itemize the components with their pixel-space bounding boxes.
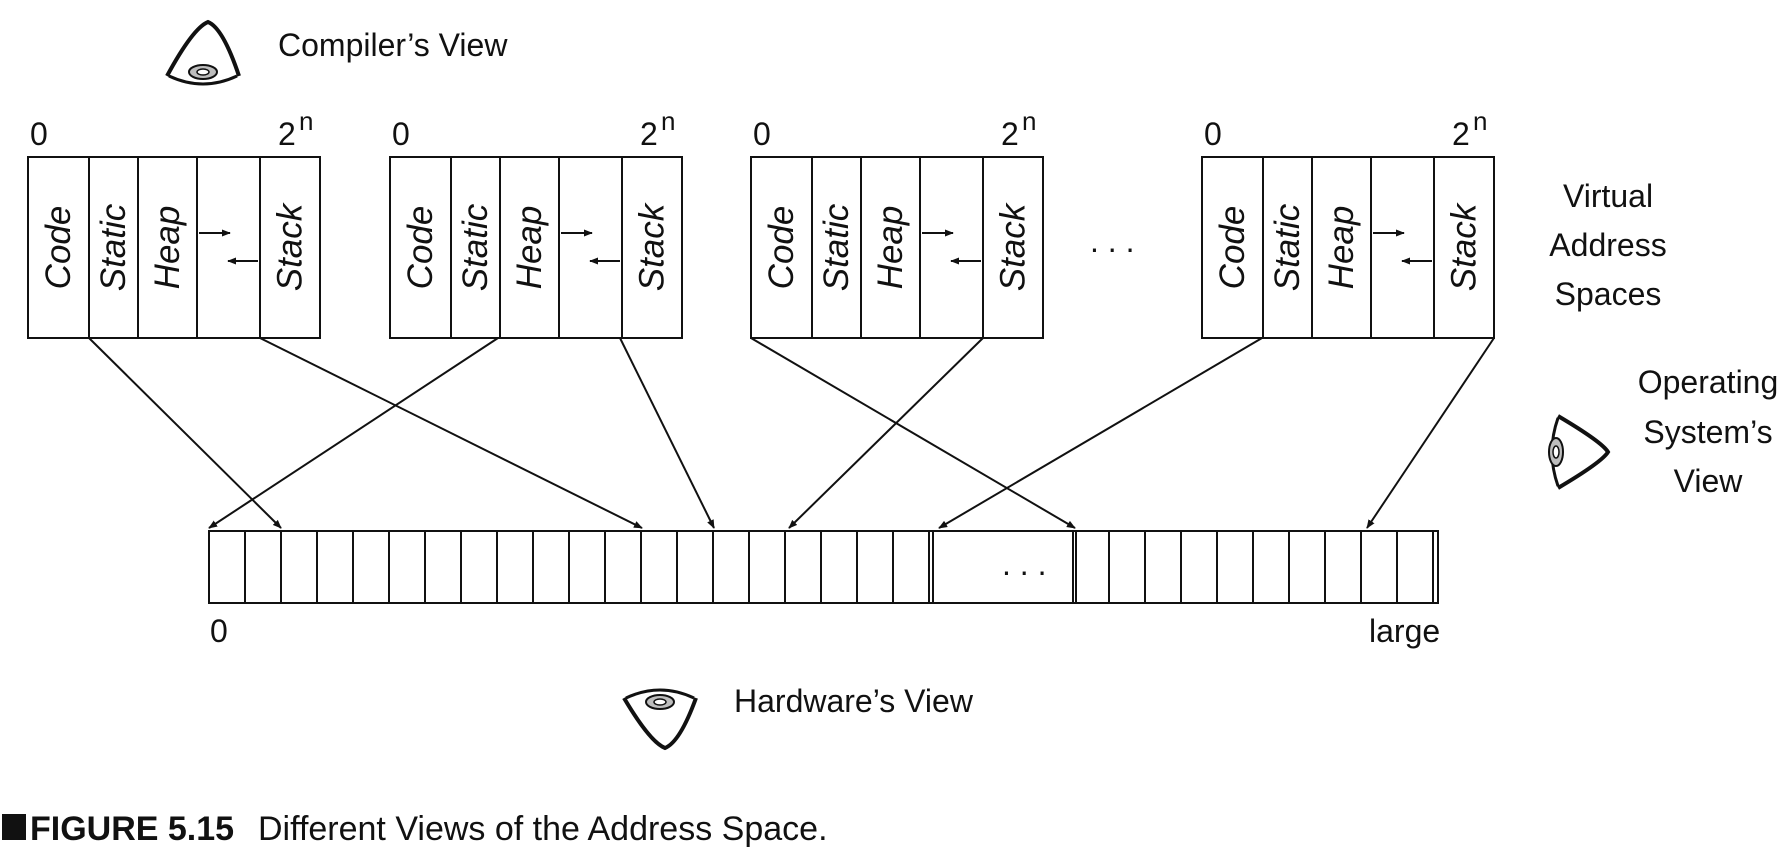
address-start-label: 0 [30, 116, 48, 152]
address-end-label: 2 [1452, 116, 1470, 152]
address-end-label: 2 [1001, 116, 1019, 152]
figure-label: FIGURE 5.15 [30, 810, 234, 848]
segment-label-static: Static [94, 203, 133, 291]
segment-label-static: Static [817, 203, 856, 291]
mapping-arrow [788, 337, 984, 529]
os-label-line-2: System’s [1643, 414, 1772, 450]
segment-label-static: Static [456, 203, 495, 291]
mapping-arrow [88, 337, 282, 529]
os-eye-icon [1548, 414, 1611, 490]
mapping-arrow [208, 337, 499, 529]
segment-label-heap: Heap [148, 206, 187, 290]
caption-square-icon [2, 814, 26, 840]
segment-label-stack: Stack [271, 202, 310, 291]
compiler-view-label: Compiler’s View [278, 27, 508, 63]
segment-label-stack: Stack [1445, 202, 1484, 291]
virtual-label-line-3: Spaces [1555, 276, 1662, 312]
virtual-ellipsis: . . . [1090, 223, 1134, 259]
mapping-arrow [619, 337, 715, 529]
os-view-label: Operating System’s View [1638, 364, 1779, 499]
mapping-arrow [1366, 337, 1495, 529]
mapping-arrow [259, 337, 643, 529]
address-space-box [27, 156, 321, 339]
virtual-label-line-2: Address [1549, 227, 1666, 263]
segment-label-code: Code [39, 206, 78, 290]
address-end-label: 2 [278, 116, 296, 152]
virtual-address-spaces-label: Virtual Address Spaces [1549, 178, 1666, 312]
segment-label-heap: Heap [871, 206, 910, 290]
physical-end-label: large [1369, 613, 1440, 649]
mapping-arrow [750, 337, 1076, 529]
address-space-box [1201, 156, 1495, 339]
physical-ellipsis: . . . [1002, 546, 1046, 582]
segment-label-static: Static [1268, 203, 1307, 291]
hardware-view-label: Hardware’s View [734, 683, 974, 719]
address-end-exponent: n [299, 106, 313, 136]
segment-label-heap: Heap [510, 206, 549, 290]
mapping-arrows [88, 337, 1495, 529]
address-end-exponent: n [1022, 106, 1036, 136]
address-start-label: 0 [1204, 116, 1222, 152]
address-start-label: 0 [392, 116, 410, 152]
physical-memory-box [208, 530, 1439, 604]
virtual-label-line-1: Virtual [1563, 178, 1653, 214]
mapping-arrow [938, 337, 1263, 529]
address-end-exponent: n [661, 106, 675, 136]
address-end-exponent: n [1473, 106, 1487, 136]
address-space-box [750, 156, 1044, 339]
segment-label-heap: Heap [1322, 206, 1361, 290]
segment-label-code: Code [401, 206, 440, 290]
segment-label-stack: Stack [633, 202, 672, 291]
hardware-eye-icon [622, 688, 698, 751]
os-label-line-1: Operating [1638, 364, 1779, 400]
segment-label-stack: Stack [994, 202, 1033, 291]
os-label-line-3: View [1674, 463, 1744, 499]
address-end-label: 2 [640, 116, 658, 152]
address-space-box [389, 156, 683, 339]
figure-caption: Different Views of the Address Space. [258, 810, 828, 848]
segment-label-code: Code [1213, 206, 1252, 290]
segment-label-code: Code [762, 206, 801, 290]
physical-start-label: 0 [210, 613, 228, 649]
physical-memory [208, 530, 1439, 604]
address-start-label: 0 [753, 116, 771, 152]
compiler-eye-icon [165, 19, 241, 86]
